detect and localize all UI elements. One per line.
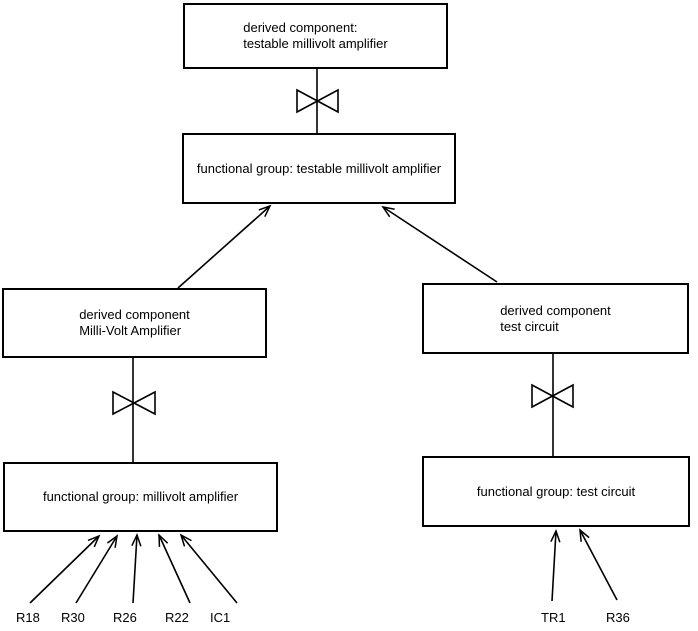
component-label-tr1: TR1 <box>541 610 566 625</box>
arrow-ic1 <box>179 533 238 604</box>
arrow-test-to-fg-testable <box>381 205 498 283</box>
node-label-line: derived component <box>79 307 190 322</box>
component-label-r26: R26 <box>113 610 137 625</box>
arrow-tr1 <box>550 529 561 602</box>
arrow-r30 <box>75 534 119 604</box>
arrow-mva-to-fg-testable <box>177 204 272 289</box>
node-label-line: Milli-Volt Amplifier <box>79 323 182 338</box>
node-label-line: derived component <box>500 302 611 318</box>
node-label-line: functional group: test circuit <box>476 483 636 499</box>
bowtie-decomposition-icon <box>112 390 156 416</box>
component-label-r22: R22 <box>165 610 189 625</box>
node-label-line: derived component: <box>243 20 358 35</box>
node-label: functional group: millivolt amplifier <box>43 489 238 505</box>
node-label-line: functional group: millivolt amplifier <box>42 489 239 504</box>
node-derived-component-test-circuit: derived component test circuit <box>422 283 689 354</box>
node-derived-component-mva: derived component Milli-Volt Amplifier <box>2 288 267 358</box>
component-label-r36: R36 <box>606 610 630 625</box>
node-label-line: test circuit <box>500 318 559 334</box>
arrow-r36 <box>579 528 618 601</box>
arrow-r26 <box>131 533 142 604</box>
node-functional-group-mva: functional group: millivolt amplifier <box>3 462 278 532</box>
node-functional-group-test-circuit: functional group: test circuit <box>422 456 690 527</box>
node-label-line: testable millivolt amplifier <box>243 36 388 51</box>
node-label-line: functional group: testable millivolt amp… <box>196 160 442 176</box>
node-label: functional group: test circuit <box>477 484 635 500</box>
node-label: functional group: testable millivolt amp… <box>197 161 441 177</box>
component-label-ic1: IC1 <box>210 610 231 625</box>
component-label-r30: R30 <box>61 610 85 625</box>
node-label: derived component Milli-Volt Amplifier <box>79 307 190 339</box>
bowtie-decomposition-icon <box>531 383 574 409</box>
node-label: derived component: testable millivolt am… <box>243 20 388 52</box>
node-label: derived component test circuit <box>500 303 611 335</box>
arrow-r18 <box>29 534 101 604</box>
node-derived-component-testable: derived component: testable millivolt am… <box>183 3 448 69</box>
arrow-r22 <box>158 533 191 604</box>
node-functional-group-testable: functional group: testable millivolt amp… <box>182 133 456 204</box>
component-label-r18: R18 <box>16 610 40 625</box>
bowtie-decomposition-icon <box>296 88 339 114</box>
